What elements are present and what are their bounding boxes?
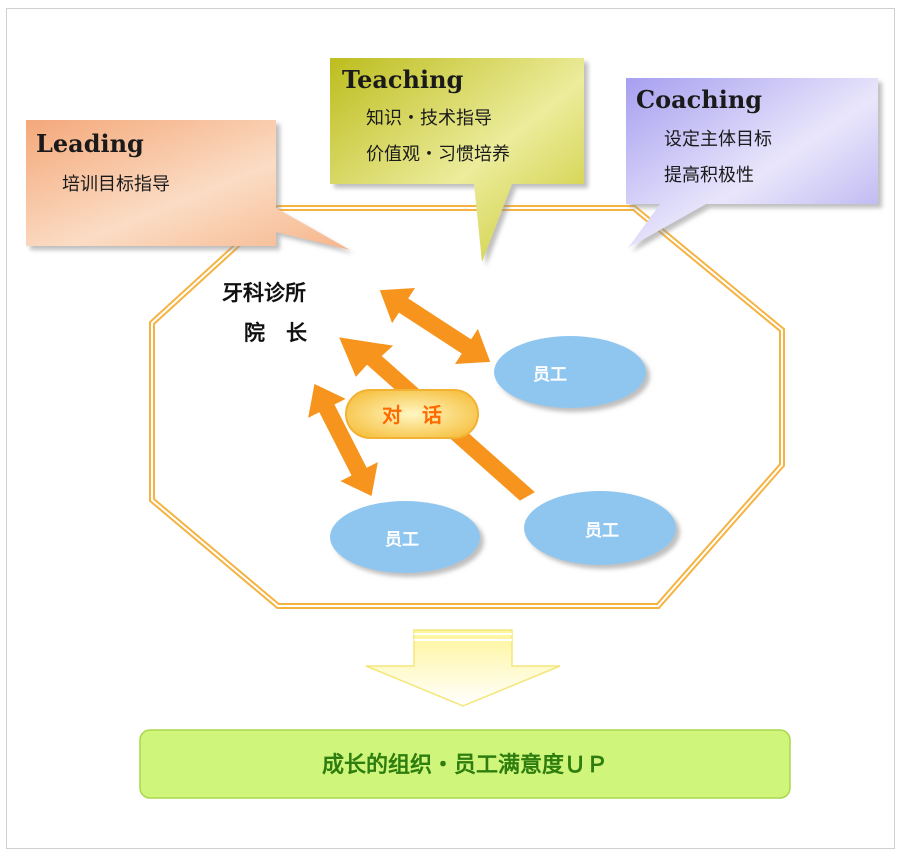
- teaching-callout: [330, 58, 584, 262]
- arrow-director-staff-top: [379, 287, 491, 365]
- down-arrow-icon: [365, 629, 561, 707]
- teaching-line-1: 知识・技术指导: [366, 108, 492, 129]
- result-banner: [139, 729, 791, 799]
- clinic-octagon: [149, 205, 785, 609]
- teaching-line-2: 价值观・习惯培养: [366, 144, 510, 165]
- leading-title: Leading: [36, 129, 144, 158]
- dialog-label: 对 话: [382, 403, 442, 427]
- staff-ellipse-bottom-right: [524, 491, 676, 565]
- staff-ellipse-bottom-left: [330, 501, 480, 573]
- coaching-callout: [626, 78, 878, 248]
- teaching-title: Teaching: [342, 65, 464, 94]
- staff-ellipse-top: [494, 336, 646, 408]
- director-title-line-1: 牙科诊所: [222, 281, 306, 305]
- dialog-badge: [345, 389, 479, 439]
- coaching-line-1: 设定主体目标: [664, 129, 772, 150]
- director-title-line-2: 院 长: [244, 321, 308, 345]
- staff-label-bottom-right: 员工: [585, 521, 619, 541]
- staff-label-bottom-left: 员工: [385, 530, 419, 550]
- coaching-title: Coaching: [636, 85, 762, 114]
- staff-label-top: 员工: [533, 365, 567, 385]
- leading-line-1: 培训目标指导: [62, 174, 170, 195]
- result-label: 成长的组织・员工满意度ＵＰ: [322, 752, 608, 778]
- coaching-line-2: 提高积极性: [664, 165, 754, 186]
- arrow-director-staff-left: [308, 384, 378, 496]
- leading-callout: [26, 120, 350, 250]
